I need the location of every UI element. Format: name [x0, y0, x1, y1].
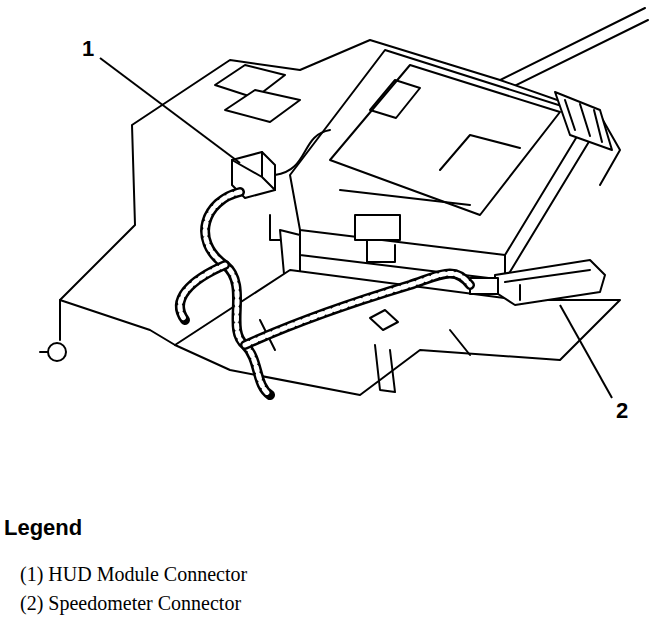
legend-entry: (1) HUD Module Connector [20, 563, 247, 586]
legend-entry: (2) Speedometer Connector [20, 592, 241, 615]
callout-number: 2 [616, 398, 628, 423]
legend-heading: Legend [4, 515, 82, 540]
callout-number: 1 [82, 36, 94, 61]
